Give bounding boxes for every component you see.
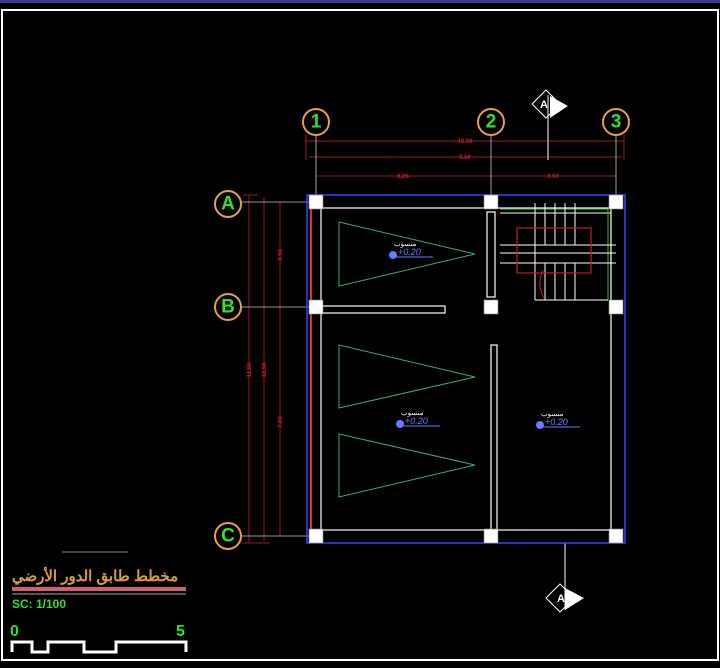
columns	[308, 194, 624, 544]
section-marker-bottom: A	[545, 543, 584, 613]
dim-vertical-bay-2: 7.00	[278, 416, 284, 428]
level-value: +0.20	[398, 247, 421, 257]
section-arrow-icon	[565, 588, 584, 610]
grid-bubble-c: C	[214, 522, 242, 550]
grid-label-c: C	[221, 526, 235, 547]
interior-wall	[490, 344, 498, 531]
level-mark: منسوب +0.20	[396, 410, 440, 428]
level-mark: منسوب +0.20	[389, 241, 433, 259]
dim-horizontal-bay-2: 3.50	[547, 174, 559, 180]
vertical-dimensions: 11.00 10.50 3.50 7.00	[243, 194, 284, 544]
dim-horizontal-axes: 9.50	[459, 155, 471, 161]
horizontal-dimensions: 10.00 9.50 6.05 3.50	[305, 135, 625, 180]
level-value: +0.20	[405, 416, 428, 426]
building-outline	[306, 194, 626, 544]
grid-label-2: 2	[486, 112, 497, 133]
grid-lines	[241, 134, 617, 537]
level-target-icon	[536, 421, 544, 429]
scale-bar-start: 0	[10, 623, 19, 640]
level-mark: منسوب +0.20	[536, 411, 580, 429]
section-label: A	[540, 99, 548, 111]
interior-wall	[320, 305, 446, 314]
level-target-icon	[389, 251, 397, 259]
grid-bubble-1: 1	[302, 108, 330, 136]
grid-bubble-a: A	[214, 190, 242, 218]
void-triangle	[338, 344, 476, 409]
section-marker-top: A	[531, 89, 568, 160]
section-label: A	[557, 593, 565, 605]
dim-vertical-overall: 11.00	[247, 362, 253, 377]
level-value: +0.20	[545, 417, 568, 427]
scale-text: SC: 1/100	[12, 597, 66, 611]
scale-bar-end: 5	[176, 623, 185, 640]
drawing-title: ﻣﺨﻄﻂ ﻃﺎﺑﻖ ﺍﻟﺪﻭﺭ ﺍﻷﺭﺿﻲ	[12, 566, 178, 586]
grid-label-b: B	[221, 297, 235, 318]
building-plan	[306, 194, 626, 544]
dim-vertical-axes: 10.50	[262, 362, 268, 378]
dim-vertical-bay-1: 3.50	[278, 249, 284, 261]
level-label: منسوب	[541, 411, 564, 418]
grid-label-3: 3	[611, 112, 622, 133]
drawing-border	[1, 9, 719, 661]
inner-wall	[320, 207, 612, 531]
staircase	[500, 203, 616, 301]
title-block: ﻣﺨﻄﻂ ﻃﺎﺑﻖ ﺍﻟﺪﻭﺭ ﺍﻷﺭﺿﻲ SC: 1/100 0 5	[10, 551, 188, 654]
section-arrow-icon	[550, 96, 568, 118]
dim-horizontal-overall: 10.00	[457, 139, 473, 145]
level-label: منسوب	[401, 410, 424, 417]
level-target-icon	[396, 420, 404, 428]
void-triangle	[338, 221, 476, 287]
interior-wall	[486, 211, 496, 298]
void-triangle	[338, 433, 476, 498]
grid-label-a: A	[221, 194, 235, 215]
grid-bubble-b: B	[214, 293, 242, 321]
grid-label-1: 1	[311, 112, 322, 133]
grid-bubble-3: 3	[602, 108, 630, 136]
grid-bubble-2: 2	[477, 108, 505, 136]
scale-bar	[10, 640, 188, 654]
level-label: منسوب	[394, 241, 417, 248]
top-bar	[0, 0, 720, 3]
dim-horizontal-bay-1: 6.05	[397, 174, 409, 180]
